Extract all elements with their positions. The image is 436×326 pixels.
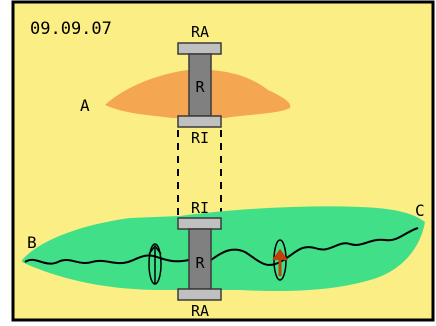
- label-a: A: [80, 96, 90, 115]
- rotation-symbol-left: [148, 243, 162, 285]
- label-ra-bottom: RA: [191, 302, 209, 320]
- label-r-top: R: [195, 78, 205, 96]
- plate-ri-bottom: [177, 217, 222, 230]
- label-ri-bottom: RI: [191, 199, 209, 217]
- plate-ra-top: [177, 42, 222, 55]
- label-ra-top: RA: [191, 23, 209, 41]
- label-b: B: [27, 233, 37, 252]
- label-c: C: [415, 201, 425, 220]
- green-region-bc: [22, 206, 425, 291]
- label-ri-top: RI: [191, 129, 209, 147]
- wavy-line-b-c: [24, 227, 419, 266]
- plate-ra-bottom: [177, 288, 222, 301]
- plate-ri-top: [177, 115, 222, 128]
- date-label: 09.09.07: [30, 19, 112, 39]
- label-r-bottom: R: [195, 254, 205, 272]
- rotation-symbol-right: [272, 239, 288, 281]
